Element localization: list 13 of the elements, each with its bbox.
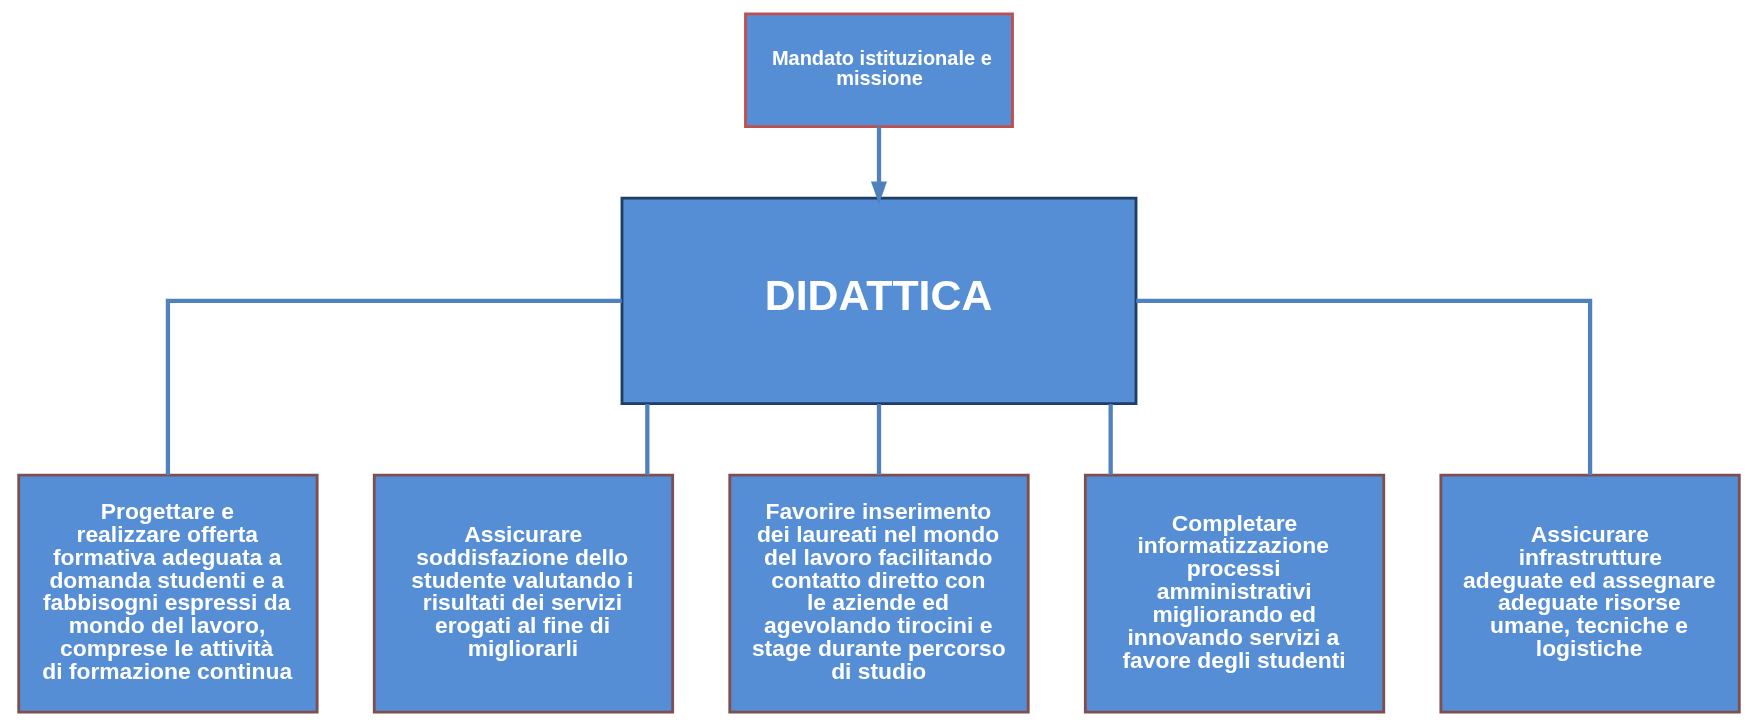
connector xyxy=(645,404,650,475)
arrow xyxy=(871,126,887,205)
connector xyxy=(165,298,622,475)
connector xyxy=(876,404,882,475)
node-box: Mandato istituzionale e missione xyxy=(744,12,1014,129)
node-box: Progettare e realizzare offerta formativa adeguata a domanda studenti e a fabbisogni espressi da mondo del lavoro, comprese le attività di formazione continua xyxy=(17,473,319,714)
node-box: Assicurare infrastrutture adeguate ed assegnare adeguate risorse umane, tecniche e logistiche xyxy=(1439,473,1741,714)
node-box: Favorire inserimento dei laureati nel mondo del lavoro facilitando contatto diretto con le aziende ed agevolando tirocini e stage durante percorso di studio xyxy=(728,473,1030,714)
connector xyxy=(1108,404,1113,475)
connector xyxy=(1136,298,1593,475)
node-box: DIDATTICA xyxy=(620,196,1138,406)
node-box: Completare informatizzazione processi amministrativi migliorando ed innovando servizi a favore degli studenti xyxy=(1083,473,1386,714)
node-box: Assicurare soddisfazione dello studente valutando i risultati dei servizi erogati al fine di migliorarli xyxy=(372,473,675,714)
